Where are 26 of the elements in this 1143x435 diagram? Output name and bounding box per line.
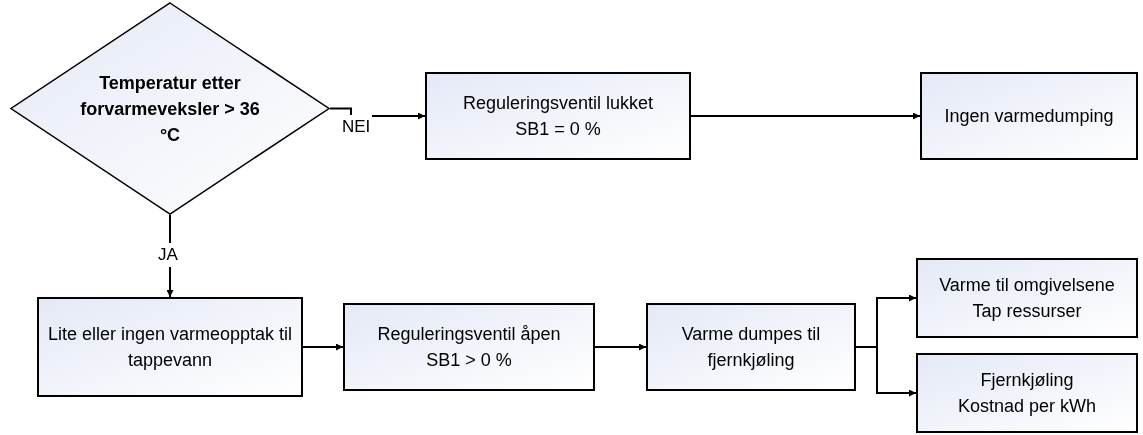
process-box <box>916 258 1138 338</box>
decision-diamond <box>10 2 330 215</box>
box-text: Lite eller ingen varmeopptak til tappevann <box>47 323 293 372</box>
box-text: Reguleringsventil lukket <box>462 92 654 115</box>
process-box <box>646 303 856 391</box>
process-box <box>37 297 303 397</box>
box-text: Kostnad per kWh <box>957 395 1097 418</box>
arrow <box>855 346 917 397</box>
arrow <box>166 214 174 298</box>
box-text: Fjernkjøling <box>980 369 1074 392</box>
box-text: Varme til omgivelsene <box>939 274 1115 297</box>
process-box <box>920 72 1138 160</box>
decision-text: Temperatur etter forvarmeveksler > 36 °C <box>80 71 260 147</box>
box-text: Reguleringsventil åpen <box>377 323 561 346</box>
arrow <box>594 343 647 351</box>
arrow <box>302 343 344 351</box>
process-box <box>916 353 1138 433</box>
box-text: Tap ressurser <box>972 300 1082 323</box>
box-text: Varme dumpes til fjernkjøling <box>680 323 822 372</box>
edge-label: JA <box>156 243 180 267</box>
arrow <box>690 112 921 120</box>
box-text: SB1 > 0 % <box>426 349 512 372</box>
process-box <box>343 303 595 391</box>
box-text: Ingen varmedumping <box>944 105 1114 128</box>
box-text: SB1 = 0 % <box>515 118 601 141</box>
process-box <box>425 72 691 160</box>
